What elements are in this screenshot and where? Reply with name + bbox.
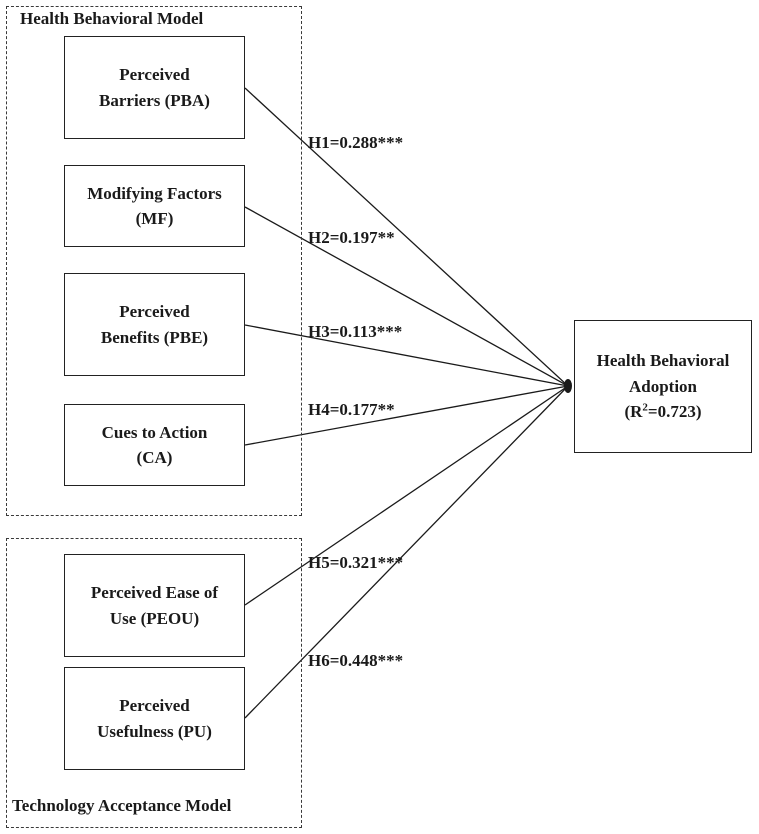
path-h1-line [244, 87, 569, 387]
construct-modifying-factors: Modifying Factors (MF) [64, 165, 245, 247]
path-h3-line [244, 324, 569, 387]
path-h6-line [244, 385, 569, 719]
hypothesis-h5-label: H5=0.321*** [308, 553, 404, 572]
construct-pu-line2: Usefulness (PU) [97, 721, 212, 741]
outcome-line2: Adoption [628, 376, 697, 396]
group-health-behavioral-model [6, 6, 302, 516]
path-h2-line [244, 206, 569, 387]
construct-pu-line1: Perceived [119, 696, 190, 715]
arrowhead-dot [564, 379, 572, 393]
outcome-health-behavioral-adoption: Health Behavioral Adoption (R2=0.723) [574, 320, 752, 453]
r2-prefix: (R [624, 402, 643, 422]
outcome-r-squared: (R2=0.723) [597, 399, 730, 425]
construct-mf-line1: Modifying Factors [87, 183, 222, 203]
construct-mf-line2: (MF) [135, 209, 174, 228]
construct-pbe-line1: Perceived [119, 302, 190, 321]
outcome-line1: Health Behavioral [596, 351, 730, 371]
construct-perceived-ease-of-use: Perceived Ease of Use (PEOU) [64, 554, 245, 657]
hypothesis-h3-label: H3=0.113*** [308, 322, 403, 341]
group-title-tam: Technology Acceptance Model [10, 796, 234, 816]
construct-ca-line2: (CA) [136, 448, 173, 467]
hypothesis-h4-label: H4=0.177** [308, 400, 395, 419]
hypothesis-h1-label: H1=0.288*** [308, 133, 404, 152]
construct-ca-line1: Cues to Action [101, 422, 208, 442]
hypothesis-h6-label: H6=0.448*** [308, 651, 404, 670]
r2-value: =0.723) [647, 402, 702, 422]
r2-superscript: 2 [642, 401, 648, 414]
path-h4-line [244, 385, 569, 446]
construct-peou-line1: Perceived Ease of [90, 583, 219, 602]
path-h5-line [244, 385, 569, 606]
construct-pba-line1: Perceived [119, 65, 190, 84]
construct-peou-line2: Use (PEOU) [109, 608, 200, 628]
group-title-hbm: Health Behavioral Model [16, 9, 208, 29]
construct-pbe-line2: Benefits (PBE) [100, 327, 209, 347]
group-technology-acceptance-model [6, 538, 302, 828]
construct-cues-to-action: Cues to Action (CA) [64, 404, 245, 486]
hypothesis-h2-label: H2=0.197** [308, 228, 395, 247]
construct-pba-line2: Barriers (PBA) [99, 90, 210, 110]
